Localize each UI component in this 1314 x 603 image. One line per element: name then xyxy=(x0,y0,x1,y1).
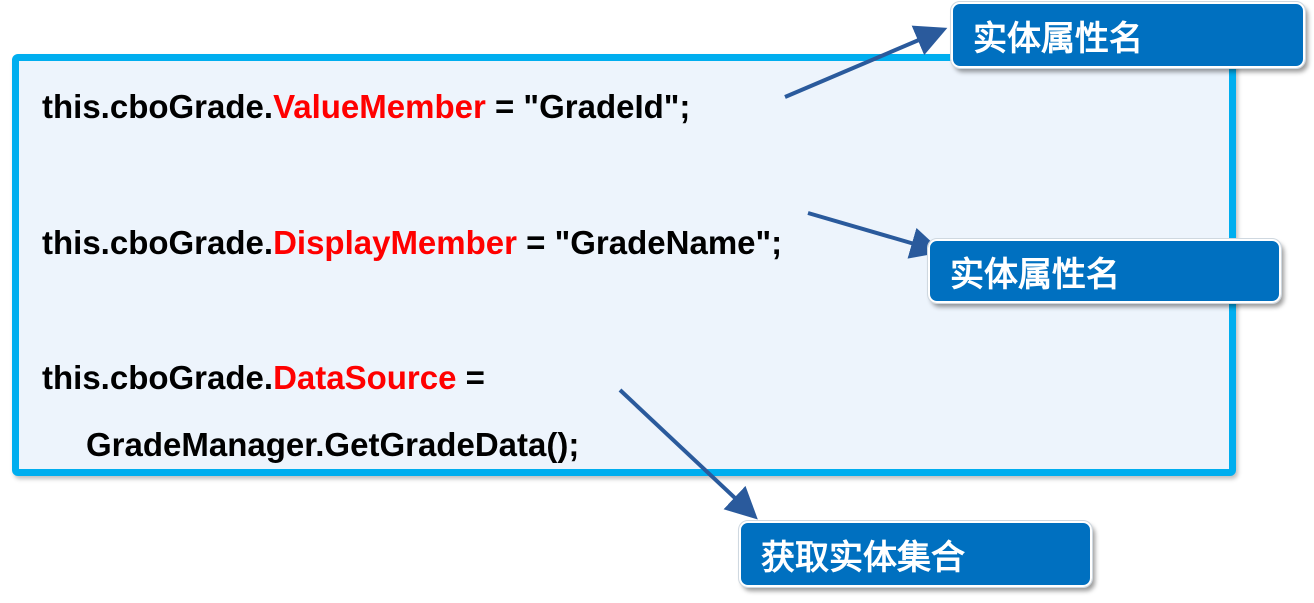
code-line-value-member: this.cboGrade.ValueMember = "GradeId"; xyxy=(42,88,690,126)
code-line-display-member: this.cboGrade.DisplayMember = "GradeName… xyxy=(42,224,782,262)
property-name: DisplayMember xyxy=(273,224,517,261)
code-prefix: this.cboGrade. xyxy=(42,224,274,261)
code-prefix: this.cboGrade. xyxy=(42,88,274,125)
property-name: DataSource xyxy=(273,359,457,396)
callout-data-source: 获取实体集合 xyxy=(738,520,1093,588)
code-suffix: = "GradeId"; xyxy=(485,88,691,125)
arrow-2 xyxy=(807,211,943,259)
arrow-3 xyxy=(618,388,758,520)
code-suffix: = "GradeName"; xyxy=(517,224,783,261)
property-name: ValueMember xyxy=(273,88,486,125)
callout-value-member: 实体属性名 xyxy=(950,1,1306,69)
code-prefix: this.cboGrade. xyxy=(42,359,274,396)
arrow-1 xyxy=(784,25,948,99)
code-line-data-source: this.cboGrade.DataSource = xyxy=(42,359,485,397)
callout-display-member: 实体属性名 xyxy=(927,238,1282,304)
code-line-get-grade-data: GradeManager.GetGradeData(); xyxy=(86,426,580,463)
code-suffix: = xyxy=(456,359,485,396)
